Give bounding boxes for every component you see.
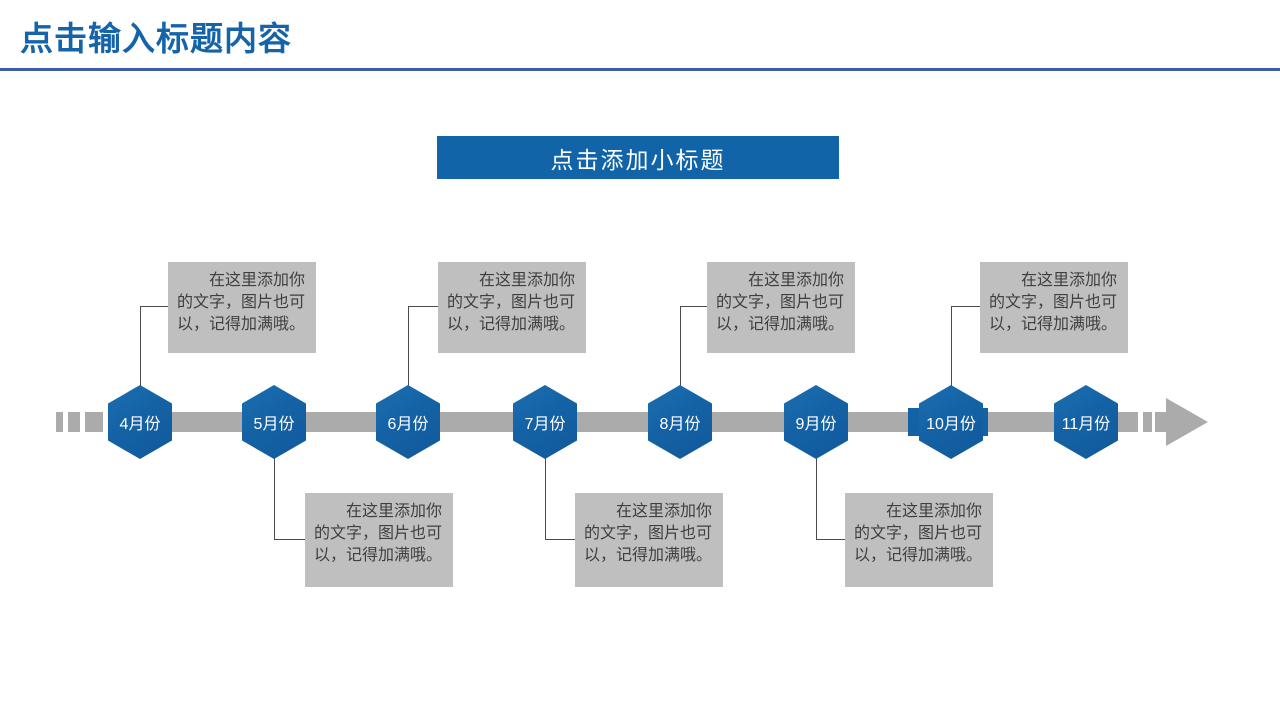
callout-box-top-4[interactable]: 在这里添加你的文字，图片也可以，记得加满哦。 xyxy=(980,262,1128,353)
month-hex-11[interactable]: 11月份 xyxy=(1054,385,1118,459)
timeline-bar xyxy=(110,412,1138,432)
connector-line xyxy=(408,306,409,388)
callout-box-bottom-1[interactable]: 在这里添加你的文字，图片也可以，记得加满哦。 xyxy=(305,493,453,587)
timeline-start-dash xyxy=(68,412,80,432)
connector-line xyxy=(816,539,846,540)
subtitle-banner[interactable]: 点击添加小标题 xyxy=(437,136,839,179)
callout-box-bottom-3[interactable]: 在这里添加你的文字，图片也可以，记得加满哦。 xyxy=(845,493,993,587)
month-label: 6月份 xyxy=(387,416,429,433)
callout-box-top-2[interactable]: 在这里添加你的文字，图片也可以，记得加满哦。 xyxy=(438,262,586,353)
month-hex-10[interactable]: 10月份 xyxy=(919,385,983,459)
connector-line xyxy=(680,306,708,307)
callout-box-bottom-2[interactable]: 在这里添加你的文字，图片也可以，记得加满哦。 xyxy=(575,493,723,587)
month-hex-6[interactable]: 6月份 xyxy=(376,385,440,459)
month-hex-4[interactable]: 4月份 xyxy=(108,385,172,459)
connector-line xyxy=(274,455,275,540)
callout-box-top-3[interactable]: 在这里添加你的文字，图片也可以，记得加满哦。 xyxy=(707,262,855,353)
month-label: 11月份 xyxy=(1061,416,1111,433)
connector-line xyxy=(140,306,141,388)
month-hex-9[interactable]: 9月份 xyxy=(784,385,848,459)
slide-title[interactable]: 点击输入标题内容 xyxy=(20,20,292,57)
connector-line xyxy=(951,306,981,307)
timeline-end-dash xyxy=(1143,412,1152,432)
connector-line xyxy=(545,455,546,540)
month-label: 4月份 xyxy=(119,416,161,433)
connector-line xyxy=(545,539,576,540)
connector-line xyxy=(274,539,306,540)
connector-line xyxy=(680,306,681,388)
timeline-start-dash xyxy=(85,412,103,432)
month-label: 7月份 xyxy=(524,416,566,433)
month-hex-7[interactable]: 7月份 xyxy=(513,385,577,459)
connector-line xyxy=(140,306,169,307)
month-label: 5月份 xyxy=(253,416,295,433)
month-hex-8[interactable]: 8月份 xyxy=(648,385,712,459)
month-label: 9月份 xyxy=(795,416,837,433)
timeline-arrow-stub xyxy=(1155,412,1168,432)
timeline-arrow-head-icon xyxy=(1166,398,1208,446)
month-hex-5[interactable]: 5月份 xyxy=(242,385,306,459)
callout-box-top-1[interactable]: 在这里添加你的文字，图片也可以，记得加满哦。 xyxy=(168,262,316,353)
connector-line xyxy=(951,306,952,388)
connector-line xyxy=(816,455,817,540)
title-divider xyxy=(0,68,1280,71)
connector-line xyxy=(408,306,439,307)
timeline-start-dash xyxy=(56,412,63,432)
month-label: 10月份 xyxy=(926,416,976,433)
month-label: 8月份 xyxy=(659,416,701,433)
